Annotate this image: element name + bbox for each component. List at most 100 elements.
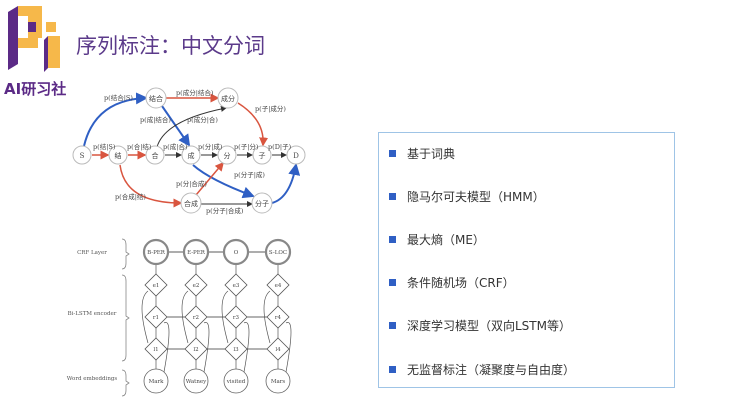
bilstm-crf-diagram: CRF Layer Bi-LSTM encoder Word embedding… [67, 238, 292, 397]
node-fen [217, 145, 237, 165]
method-label: 隐马尔可夫模型（HMM） [407, 190, 545, 204]
connector [263, 290, 271, 344]
page-title: 序列标注：中文分词 [76, 34, 265, 58]
edge-label: p(分子|成) [234, 170, 265, 179]
methods-panel: 基于词典 隐马尔可夫模型（HMM） 最大熵（ME） 条件随机场（CRF） 深度学… [378, 132, 675, 388]
lstm-cell [266, 273, 290, 297]
node-label: 分子 [255, 199, 269, 208]
method-item: 深度学习模型（双向LSTM等） [389, 317, 571, 334]
lstm-cell [144, 273, 168, 297]
edge-label: p(合|结) [127, 142, 152, 151]
node-he [145, 145, 165, 165]
edge-label: p(结|S) [93, 142, 116, 151]
r-label: r2 [193, 315, 199, 321]
method-label: 深度学习模型（双向LSTM等） [407, 319, 571, 333]
e-label: e3 [233, 283, 240, 289]
node-label: 子 [259, 152, 266, 160]
crf-tag-node [264, 238, 292, 266]
method-item: 隐马尔可夫模型（HMM） [389, 188, 545, 205]
lstm-cell [184, 337, 208, 361]
connector [141, 290, 149, 344]
edge-label: p(成分|合) [187, 115, 218, 124]
edge-label: p(成分|结合) [176, 88, 214, 97]
word-node [143, 368, 169, 394]
node-label: D [293, 152, 299, 160]
lstm-cell [184, 273, 208, 297]
l-label: l3 [233, 347, 239, 353]
node-jiehe [145, 87, 167, 109]
node-label: 成分 [221, 94, 235, 103]
method-label: 条件随机场（CRF） [407, 276, 515, 290]
connector [243, 322, 250, 373]
bullet-icon [389, 366, 396, 373]
bullet-icon [389, 236, 396, 243]
lstm-cell [224, 273, 248, 297]
r-label: r4 [275, 315, 282, 321]
word-label: Watney [186, 379, 207, 385]
word-node [265, 368, 291, 394]
lstm-cell [144, 337, 168, 361]
edge-label: p(子|分) [234, 142, 259, 151]
bullet-icon [389, 193, 396, 200]
edge-label: p(D|子) [268, 143, 292, 151]
edge-label: p(子|成分) [255, 104, 286, 113]
connector [163, 322, 170, 373]
crf-tag-label: S-LOC [269, 250, 287, 256]
l-label: l4 [275, 347, 281, 353]
r-label: r1 [153, 315, 159, 321]
brand-name: AI研习社 [4, 80, 67, 98]
method-item: 条件随机场（CRF） [389, 274, 515, 291]
bullet-icon [389, 150, 396, 157]
crf-tag-node [222, 238, 250, 266]
crf-tag-label: B-PER [147, 250, 166, 256]
node-label: S [80, 152, 85, 160]
crf-tag-label: O [234, 250, 239, 256]
word-node [183, 368, 209, 394]
l-label: l1 [153, 347, 158, 353]
node-cheng [181, 145, 201, 165]
edge-label: p(分|成) [198, 142, 223, 151]
e-label: e1 [153, 283, 160, 289]
word-label: Mark [149, 379, 165, 385]
node-S [72, 145, 92, 165]
lstm-cell [184, 305, 208, 329]
node-jie [108, 145, 128, 165]
e-label: e2 [193, 283, 200, 289]
ai-yanxishe-logo [8, 6, 60, 72]
method-item: 无监督标注（凝聚度与自由度） [389, 361, 575, 378]
connector [221, 290, 229, 344]
connector [285, 322, 292, 373]
layer-label: CRF Layer [77, 250, 107, 256]
lstm-cell [266, 337, 290, 361]
edge-label: p(分|合成) [176, 179, 207, 188]
node-chengfen [217, 87, 239, 109]
word-label: Mars [271, 379, 286, 385]
method-item: 基于词典 [389, 145, 455, 162]
connector [181, 290, 189, 344]
node-D [286, 145, 306, 165]
crf-tag-node [142, 238, 170, 266]
method-item: 最大熵（ME） [389, 231, 485, 248]
method-label: 无监督标注（凝聚度与自由度） [407, 363, 576, 377]
r-label: r3 [233, 315, 240, 321]
lstm-cell [266, 305, 290, 329]
l-label: l2 [193, 347, 198, 353]
word-label: visited [226, 379, 246, 385]
edge-label: p(成|结合) [140, 115, 171, 124]
method-label: 最大熵（ME） [407, 233, 485, 247]
edge-label: p(分子|合成) [206, 206, 244, 215]
node-fenzi [251, 192, 273, 214]
lstm-cell [224, 305, 248, 329]
node-label: 合 [152, 151, 159, 160]
node-zi [252, 145, 272, 165]
node-label: 结合 [149, 94, 163, 103]
node-label: 结 [115, 151, 122, 160]
word-lattice-diagram: S 结 合 成 分 子 D 结合 成分 合成 分子 p(结合|S) p(成分|结… [72, 87, 306, 215]
lstm-cell [224, 337, 248, 361]
crf-tag-node [182, 238, 210, 266]
node-hecheng [180, 192, 202, 214]
method-label: 基于词典 [407, 147, 456, 161]
layer-label: Bi-LSTM encoder [68, 311, 117, 317]
bullet-icon [389, 279, 396, 286]
lstm-cell [144, 305, 168, 329]
